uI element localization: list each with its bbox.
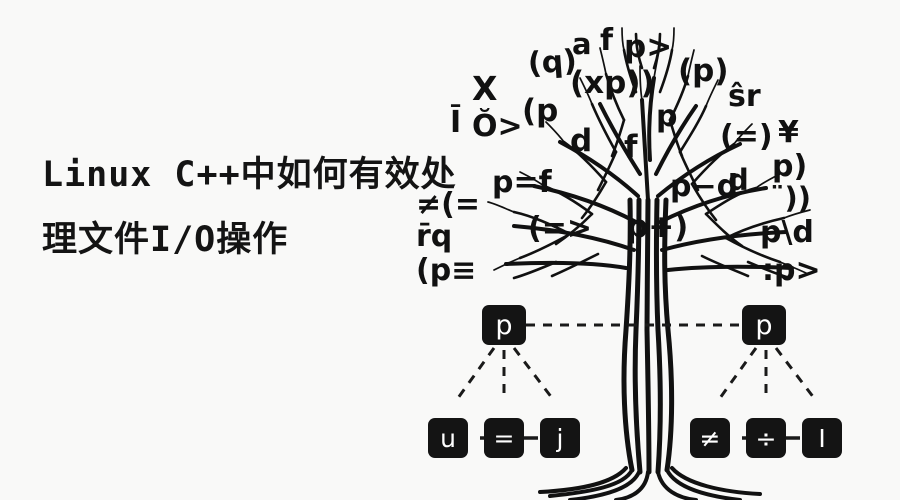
canopy-symbol: (p) bbox=[678, 53, 729, 89]
canopy-symbol: (=> bbox=[528, 211, 592, 246]
canopy-symbol: a bbox=[572, 27, 592, 61]
canopy-symbol: r̄q bbox=[416, 219, 453, 254]
canopy-symbol: f bbox=[624, 129, 638, 165]
title-line-2: 理文件I/O操作 bbox=[42, 220, 289, 260]
canopy-symbol: (=) bbox=[720, 119, 773, 154]
canopy-symbol: ≠(= bbox=[416, 187, 480, 222]
canopy-symbol: (p bbox=[522, 93, 559, 129]
graph-node-right-leaf-1[interactable]: ≠ bbox=[690, 418, 730, 458]
canopy-symbol: (p≡ bbox=[416, 253, 477, 288]
canopy-symbol: Ī bbox=[450, 105, 462, 140]
page-title: Linux C++中如何有效处 理文件I/O操作 bbox=[42, 158, 472, 258]
canopy-symbol: p\d bbox=[760, 215, 814, 250]
title-line-1: Linux C++中如何有效处 bbox=[42, 155, 457, 195]
graph-node-left-leaf-1[interactable]: u bbox=[428, 418, 468, 458]
canopy-symbol: ŝr bbox=[728, 79, 761, 114]
canopy-symbol: ¨)) bbox=[770, 181, 812, 215]
canopy-symbol: p−d bbox=[670, 169, 739, 204]
canopy-symbol: (xp)) bbox=[570, 65, 655, 101]
canopy-symbol: ¥ bbox=[778, 115, 799, 150]
graph-node-left-leaf-2[interactable]: = bbox=[484, 418, 524, 458]
canopy-symbol: d bbox=[728, 163, 749, 197]
canopy-symbol: Ŏ> bbox=[472, 109, 523, 144]
graph-node-left-parent[interactable]: p bbox=[482, 305, 526, 345]
canopy-symbol: p=f bbox=[492, 165, 552, 200]
canopy-symbol: p+) bbox=[626, 209, 689, 245]
canopy-symbol: f bbox=[600, 23, 614, 58]
canopy-symbol: p) bbox=[772, 149, 808, 184]
tree-drawing bbox=[487, 27, 811, 500]
graph-node-right-parent[interactable]: p bbox=[742, 305, 786, 345]
canopy-symbol: d bbox=[570, 123, 593, 159]
graph-node-right-leaf-3[interactable]: I bbox=[802, 418, 842, 458]
graph-node-right-leaf-2[interactable]: ÷ bbox=[746, 418, 786, 458]
canopy-symbol: X bbox=[472, 69, 498, 108]
canopy-symbol: :p> bbox=[762, 253, 821, 288]
canopy-symbol: p bbox=[656, 99, 678, 134]
canopy-symbol: p> bbox=[624, 29, 673, 65]
graph-node-left-leaf-3[interactable]: j bbox=[540, 418, 580, 458]
